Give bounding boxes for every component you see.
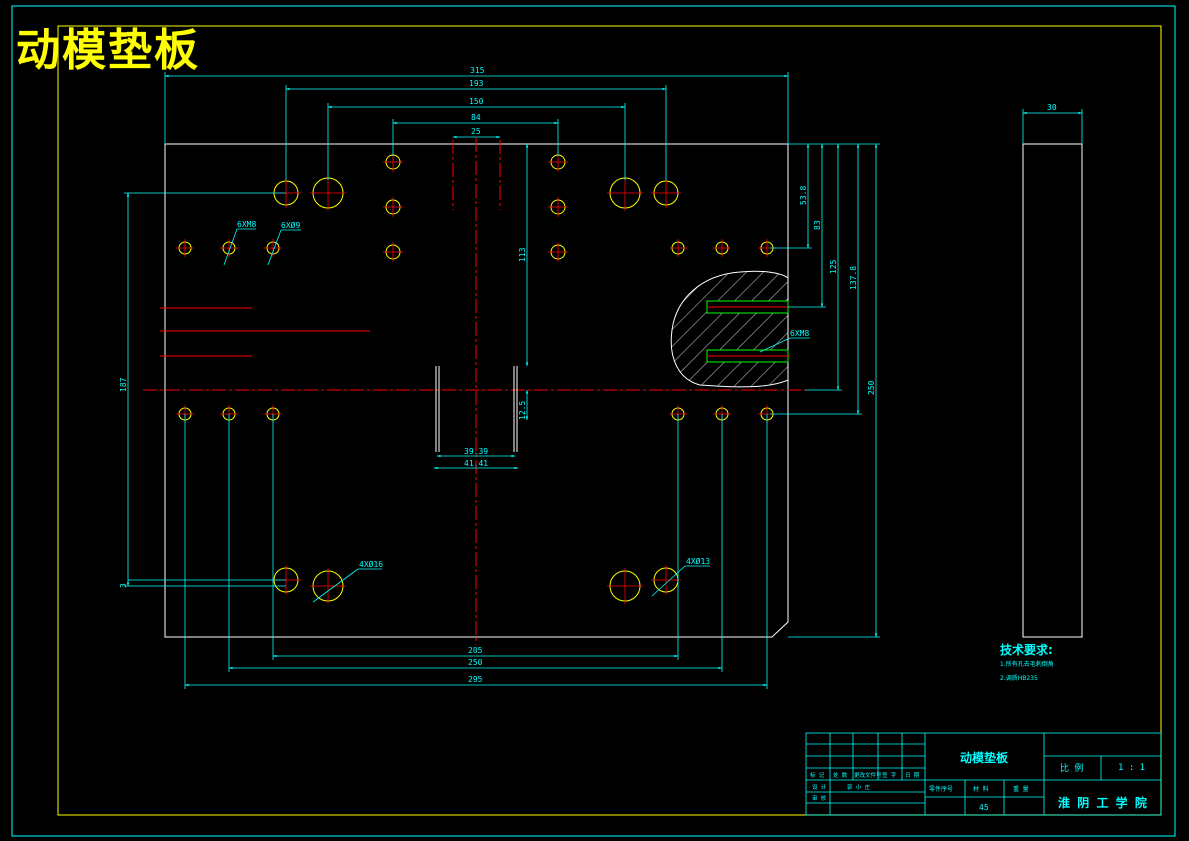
callout-4xd13: 4XØ13 [686, 556, 710, 566]
notes-line-2: 2.调质HB235 [1000, 674, 1038, 682]
tb-row-label-3: 签 字 [882, 771, 897, 779]
callout-6xd9: 6XØ9 [281, 220, 300, 230]
dim-315: 315 [470, 66, 485, 75]
tb-designer: 郭 小 庄 [847, 783, 871, 791]
dim-3: 3 [119, 583, 128, 588]
section-cut [670, 270, 790, 388]
dim-250: 250 [867, 380, 876, 395]
plate-side-view [1022, 143, 1083, 638]
dim-53-8: 53.8 [799, 186, 808, 205]
tb-part-no-label: 零件序号 [929, 785, 953, 793]
title-block [805, 732, 1162, 816]
slot-marks [435, 366, 518, 452]
callout-6xm8-left: 6XM8 [237, 220, 256, 229]
dim-137-8: 137.8 [849, 266, 858, 290]
sheet-border-outer [11, 5, 1176, 837]
tb-row-label-4: 日 期 [905, 772, 920, 779]
sheet-border-inner [57, 25, 1162, 816]
dim-25: 25 [471, 127, 481, 136]
tb-weight-label: 重 量 [1013, 785, 1029, 793]
tb-scale-value: 1 : 1 [1118, 763, 1145, 773]
dim-12-5: 12.5 [518, 401, 527, 420]
dimension-texts: 315 193 150 84 25 30 53.8 83 125 137.8 2… [119, 66, 1057, 684]
center-lines [143, 138, 805, 645]
dim-125: 125 [829, 259, 838, 274]
drawing-title: 动模垫板 [16, 25, 200, 76]
callout-6xm8-right: 6XM8 [790, 329, 809, 338]
tb-part-name: 动模垫板 [960, 750, 1009, 765]
tb-scale-label: 比 例 [1060, 762, 1083, 774]
plate-main-view [164, 143, 789, 638]
title-block-texts: 动模垫板 比 例 1 : 1 淮 阴 工 学 院 零件序号 材 料 重 量 45… [810, 750, 1147, 812]
hidden-lines [160, 307, 370, 357]
dim-83: 83 [813, 220, 822, 230]
tb-school: 淮 阴 工 学 院 [1058, 795, 1147, 810]
dim-205: 205 [468, 646, 483, 655]
dim-150: 150 [469, 97, 484, 106]
notes-heading: 技术要求: [1000, 642, 1053, 657]
dim-193: 193 [469, 79, 484, 88]
dim-187: 187 [119, 377, 128, 392]
technical-notes: 技术要求: 1.所有孔去毛刺倒角 2.调质HB235 [1000, 642, 1054, 682]
dim-41-41: 41.41 [464, 459, 488, 468]
tb-material-label: 材 料 [973, 785, 989, 793]
dimension-lines [124, 72, 1083, 689]
dim-30: 30 [1047, 103, 1057, 112]
dim-250b: 250 [468, 658, 483, 667]
dim-84: 84 [471, 113, 481, 122]
tb-row-label-2: 更改文件号 [854, 771, 882, 779]
tb-row-label-1: 处 数 [833, 771, 848, 779]
notes-line-1: 1.所有孔去毛刺倒角 [1000, 660, 1054, 668]
tb-designer-label: 设 计 [812, 783, 827, 791]
tb-reviewer-label: 审 核 [812, 794, 827, 802]
dim-295: 295 [468, 675, 483, 684]
dim-39-39: 39.39 [464, 447, 488, 456]
tb-material: 45 [979, 803, 989, 812]
callout-4xd16: 4XØ16 [359, 559, 383, 569]
tb-row-label-0: 标 记 [810, 771, 825, 779]
dim-113: 113 [518, 247, 527, 262]
